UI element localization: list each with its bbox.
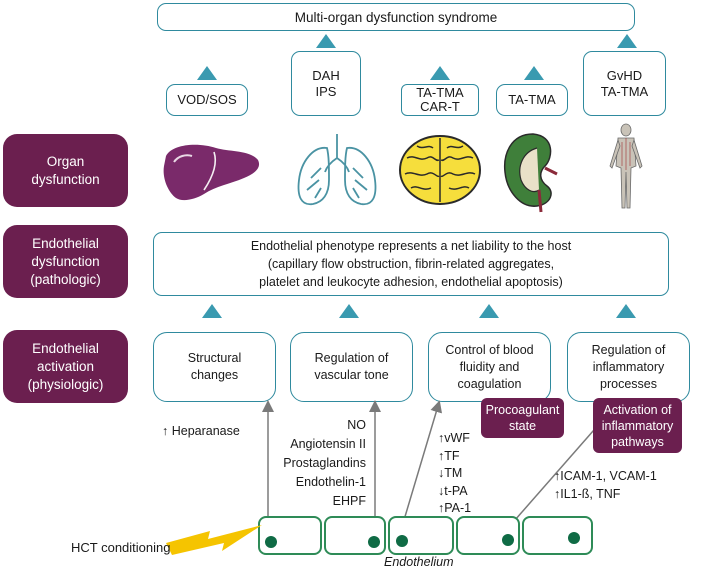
mediators-vascular: NO Angiotensin II Prostaglandins Endothe… xyxy=(283,418,366,508)
liver-icon xyxy=(163,144,260,201)
row-label-endothelial-activation: Endothelial activation (physiologic) xyxy=(3,330,128,403)
lightning-icon xyxy=(166,525,262,555)
lungs-icon xyxy=(297,134,377,206)
mediators-structural: ↑ Heparanase xyxy=(162,424,240,438)
organ-label-dah-ips: DAH IPS xyxy=(291,51,361,116)
arrow-up-triangle-icon xyxy=(616,304,636,318)
hct-conditioning-label: HCT conditioning xyxy=(71,540,171,555)
activation-box-vascular-tone: Regulation of vascular tone xyxy=(290,332,413,402)
arrow-to-coagulation xyxy=(403,400,443,521)
brain-icon xyxy=(399,135,481,205)
mediators-inflammatory: ↑ICAM-1, VCAM-1 ↑IL1-ß, TNF xyxy=(554,469,657,501)
arrow-up-triangle-icon xyxy=(479,304,499,318)
procoagulant-state-label: Procoagulant state xyxy=(481,398,564,438)
arrow-up-triangle-icon xyxy=(339,304,359,318)
activation-box-structural: Structural changes xyxy=(153,332,276,402)
arrow-up-triangle-icon xyxy=(197,66,217,80)
organ-label-ta-tma-car-t: TA-TMA CAR-T xyxy=(401,84,479,116)
organ-label-ta-tma: TA-TMA xyxy=(496,84,568,116)
arrow-up-triangle-icon xyxy=(202,304,222,318)
multi-organ-dysfunction-box: Multi-organ dysfunction syndrome xyxy=(157,3,635,31)
arrow-up-triangle-icon xyxy=(617,34,637,48)
row-label-organ-dysfunction: Organ dysfunction xyxy=(3,134,128,207)
body-icon xyxy=(609,123,643,209)
arrow-up-triangle-icon xyxy=(430,66,450,80)
arrow-up-triangle-icon xyxy=(524,66,544,80)
arrow-up-triangle-icon xyxy=(316,34,336,48)
row-label-endothelial-dysfunction: Endothelial dysfunction (pathologic) xyxy=(3,225,128,298)
kidney-icon xyxy=(503,133,558,213)
multi-organ-dysfunction-text: Multi-organ dysfunction syndrome xyxy=(294,9,498,25)
endothelium-label: Endothelium xyxy=(384,555,454,569)
organ-label-gvhd-ta-tma: GvHD TA-TMA xyxy=(583,51,666,116)
endothelial-phenotype-box: Endothelial phenotype represents a net l… xyxy=(153,232,669,296)
organ-label-vod-sos: VOD/SOS xyxy=(166,84,248,116)
inflammatory-pathways-label: Activation of inflammatory pathways xyxy=(593,398,682,453)
endothelium-cells xyxy=(258,516,593,555)
activation-box-coagulation: Control of blood fluidity and coagulatio… xyxy=(428,332,551,402)
mediators-coagulation: ↑vWF ↑TF ↓TM ↓t-PA ↑PA-1 xyxy=(438,431,472,515)
